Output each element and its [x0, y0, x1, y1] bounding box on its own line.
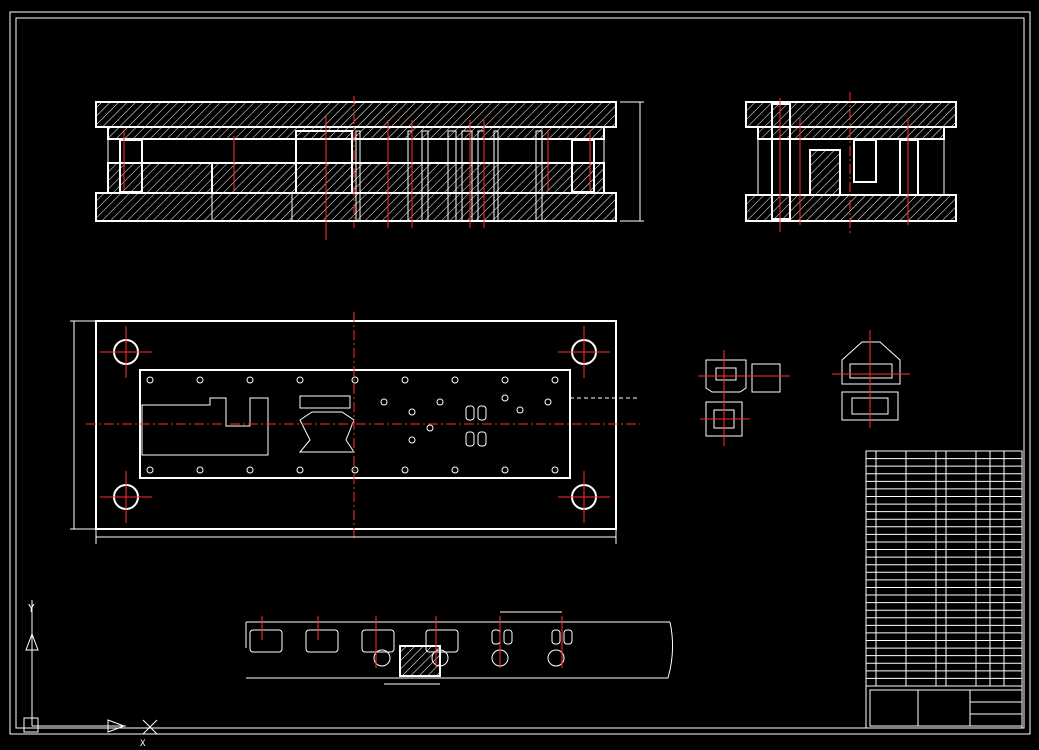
ucs-y-label: Y — [28, 602, 35, 615]
ucs-axis-icon: Y — [23, 600, 126, 733]
cross-cursor-icon — [142, 719, 158, 735]
die-cavity-1 — [141, 162, 213, 194]
die-plan-view[interactable] — [70, 312, 640, 544]
punch-block — [295, 130, 353, 194]
part-detail-right[interactable] — [832, 330, 910, 428]
side-section-view[interactable] — [745, 92, 957, 236]
bom-table[interactable] — [865, 450, 1023, 729]
screw-holes — [146, 376, 559, 474]
top-plate — [95, 101, 617, 128]
inner-frame — [15, 17, 1025, 729]
notch-cavity — [141, 397, 269, 456]
outer-frame — [9, 11, 1031, 735]
guide-pillar-right — [571, 139, 595, 193]
form-cavity — [298, 411, 355, 453]
pierce-group — [380, 394, 552, 447]
part-detail-left[interactable] — [698, 350, 790, 446]
ucs-x-label: X — [140, 739, 146, 749]
plan-outer-plate — [95, 320, 617, 530]
front-section-view[interactable] — [95, 96, 644, 240]
bottom-block — [211, 192, 293, 222]
strip-layout-view[interactable] — [245, 611, 674, 685]
